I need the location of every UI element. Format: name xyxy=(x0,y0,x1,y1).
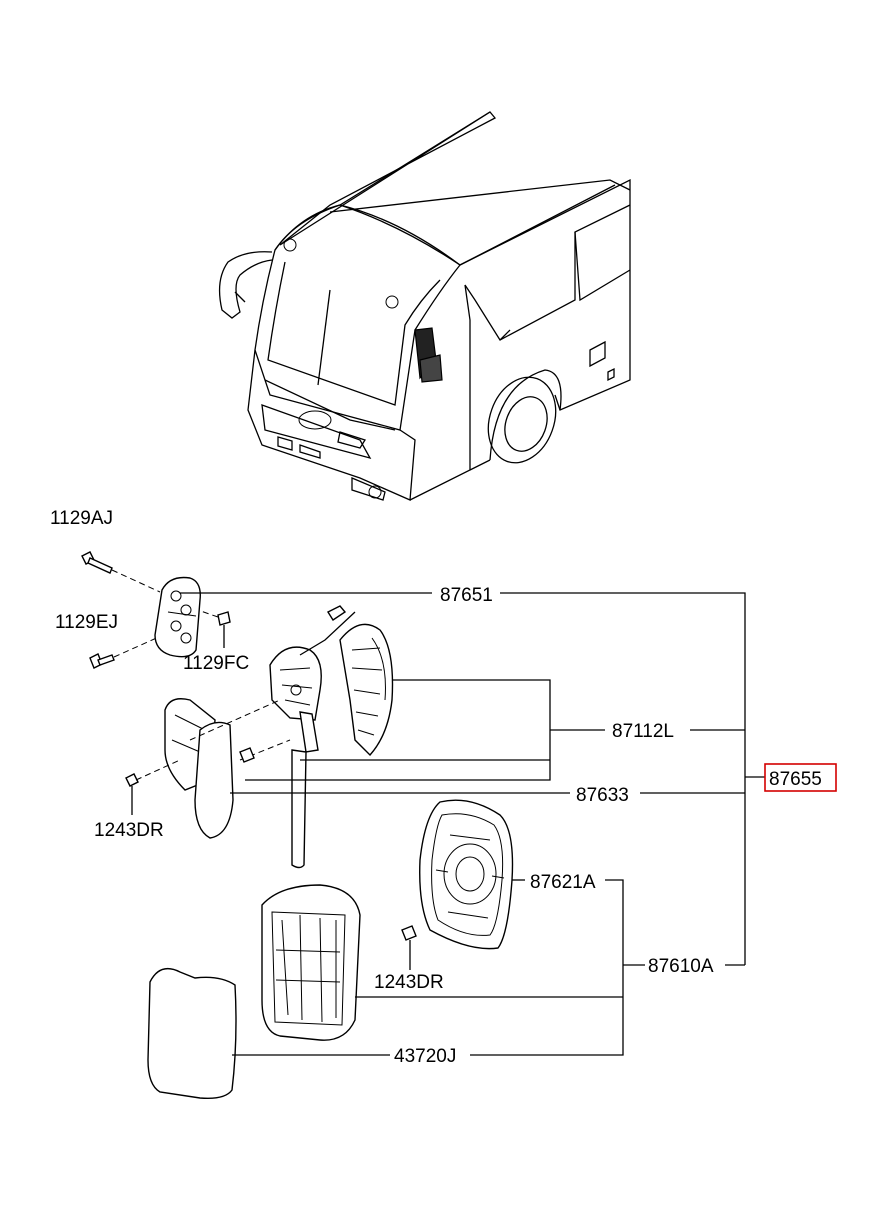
mirror-arm-icon xyxy=(239,605,356,869)
leader-lines xyxy=(180,592,765,1056)
label-87651[interactable]: 87651 xyxy=(440,585,493,606)
label-87610a[interactable]: 87610A xyxy=(648,956,714,977)
label-87655-assembly[interactable]: 87655 xyxy=(769,769,822,790)
screw-1243dr-left-icon xyxy=(125,759,181,815)
mirror-glass-icon xyxy=(401,799,514,970)
label-1243dr-right[interactable]: 1243DR xyxy=(374,972,444,993)
label-1129aj[interactable]: 1129AJ xyxy=(50,508,113,529)
glass-holder-icon xyxy=(261,884,361,1041)
label-1129fc[interactable]: 1129FC xyxy=(183,653,249,674)
assembly-highlight-box xyxy=(764,763,837,792)
bolt-1129aj-icon xyxy=(81,551,161,593)
mirror-housing-icon xyxy=(339,623,394,757)
heated-pad-icon xyxy=(147,968,237,1100)
label-87112l[interactable]: 87112L xyxy=(612,721,674,742)
label-43720j[interactable]: 43720J xyxy=(394,1046,456,1067)
label-1243dr-left[interactable]: 1243DR xyxy=(94,820,164,841)
vehicle-illustration xyxy=(218,111,631,501)
bolt-1129fc-icon xyxy=(191,607,231,648)
label-87621a[interactable]: 87621A xyxy=(530,872,596,893)
mirror-cover-icon xyxy=(164,698,281,839)
label-1129ej[interactable]: 1129EJ xyxy=(55,612,118,633)
callout-labels: 1129AJ 1129EJ 1129FC 87651 87112L 87633 … xyxy=(50,508,837,1067)
label-87633[interactable]: 87633 xyxy=(576,785,629,806)
mirror-bracket-icon xyxy=(154,576,201,658)
